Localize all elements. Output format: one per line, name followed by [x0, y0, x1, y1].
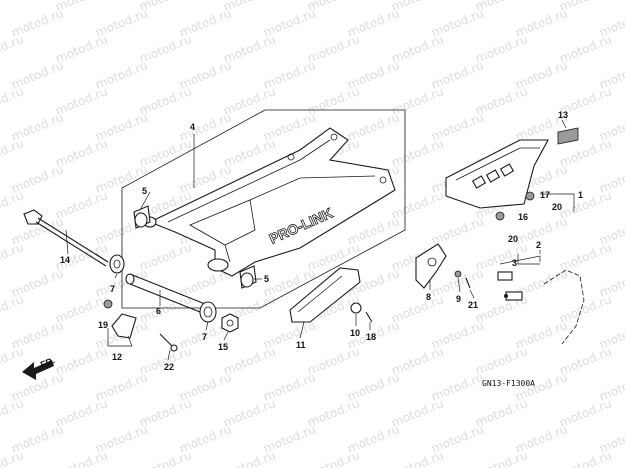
- callout-15: 15: [218, 342, 228, 352]
- callout-19: 19: [98, 320, 108, 330]
- swingarm-group-frame: [121, 109, 406, 309]
- callout-1: 1: [578, 190, 583, 200]
- chain-joint[interactable]: [497, 271, 523, 301]
- callout-21: 21: [468, 300, 478, 310]
- sprocket-guide[interactable]: [415, 243, 447, 289]
- callout-7-left: 7: [110, 284, 115, 294]
- callout-13: 13: [558, 110, 568, 120]
- bushing-upper[interactable]: [133, 205, 151, 229]
- diagram-code: GN13-F1300A: [482, 379, 535, 388]
- callout-12: 12: [112, 352, 122, 362]
- chain-slider[interactable]: [289, 267, 361, 323]
- case-label[interactable]: [557, 127, 579, 145]
- slider-screw[interactable]: [365, 311, 373, 323]
- callout-22: 22: [164, 362, 174, 372]
- chain-slider-bolt[interactable]: [103, 299, 113, 309]
- chain-guard-plate[interactable]: [111, 313, 137, 339]
- callout-10: 10: [350, 328, 360, 338]
- front-direction-label: FR.: [39, 355, 56, 370]
- callout-6: 6: [156, 306, 161, 316]
- screw-bolt[interactable]: [159, 333, 178, 352]
- drive-chain-case[interactable]: [445, 139, 549, 209]
- dust-seal-left[interactable]: [109, 254, 125, 274]
- case-bolt-lower[interactable]: [495, 211, 505, 221]
- pivot-collar[interactable]: [125, 273, 206, 315]
- callout-14: 14: [60, 255, 70, 265]
- callout-16: 16: [518, 212, 528, 222]
- front-direction-arrow: FR.: [22, 355, 56, 380]
- drive-chain[interactable]: [543, 269, 585, 345]
- pivot-bolt[interactable]: [23, 209, 109, 267]
- leader-lines: [65, 119, 575, 361]
- callout-11: 11: [296, 340, 306, 350]
- dust-seal-right[interactable]: [199, 301, 217, 323]
- callout-18: 18: [366, 332, 376, 342]
- callout-20-upper: 20: [552, 202, 562, 212]
- callout-20-lower: 20: [508, 234, 518, 244]
- callout-2: 2: [536, 240, 541, 250]
- slider-washer[interactable]: [350, 302, 362, 314]
- callout-5-upper: 5: [142, 186, 147, 196]
- callout-8: 8: [426, 292, 431, 302]
- callout-3: 3: [512, 258, 517, 268]
- callout-9: 9: [456, 294, 461, 304]
- callout-7-right: 7: [202, 332, 207, 342]
- callout-4: 4: [190, 122, 195, 132]
- swingarm[interactable]: PRO-LINK: [143, 127, 396, 277]
- bushing-lower[interactable]: [239, 265, 257, 289]
- case-bolt-upper[interactable]: [525, 191, 535, 201]
- pivot-nut[interactable]: [221, 313, 239, 333]
- callout-17: 17: [540, 190, 550, 200]
- callout-5-lower: 5: [264, 274, 269, 284]
- guide-bolt[interactable]: [454, 270, 471, 289]
